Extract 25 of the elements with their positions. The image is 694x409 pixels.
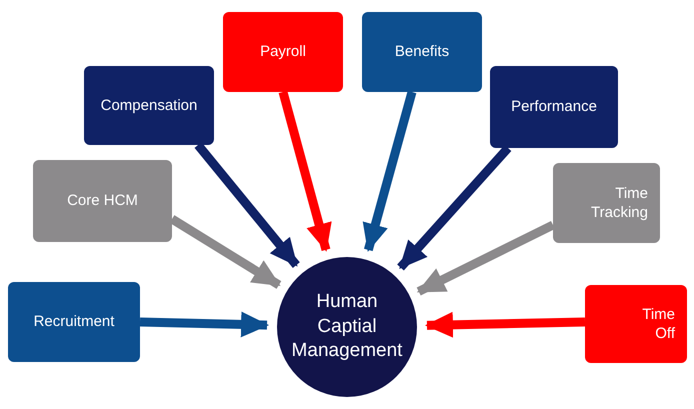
arrow: [424, 312, 586, 338]
arrow: [194, 142, 300, 268]
topic-box: [585, 285, 687, 363]
box-label: Core HCM: [66, 191, 139, 211]
arrow: [416, 220, 555, 296]
topic-box: [553, 163, 660, 243]
topic-box: [33, 160, 172, 242]
box-label: Time Off: [641, 304, 676, 344]
arrow: [170, 215, 282, 289]
box-label: Compensation: [100, 96, 198, 116]
box-label: Time Tracking: [590, 184, 649, 222]
arrow: [362, 90, 416, 252]
topic-box: [362, 12, 482, 92]
arrow: [278, 90, 332, 252]
topic-box: [84, 66, 214, 145]
topic-box: [223, 12, 343, 92]
box-label: Payroll: [259, 42, 307, 62]
box-label: Performance: [510, 97, 598, 117]
arrow: [397, 145, 512, 271]
topic-box: [8, 282, 140, 362]
topic-box: [490, 66, 618, 148]
box-label: Recruitment: [32, 312, 116, 332]
box-label: Human Captial Management: [290, 290, 404, 364]
arrow: [140, 311, 270, 338]
box-label: Benefits: [394, 42, 450, 62]
